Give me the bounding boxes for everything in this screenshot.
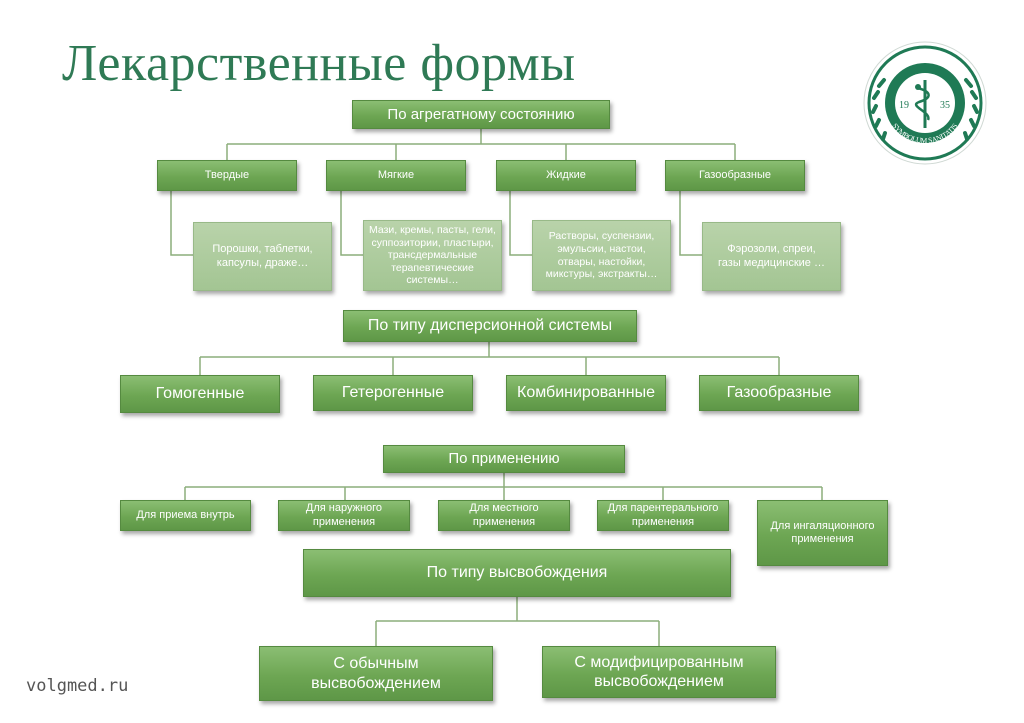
application-item-local: Для местного применения — [438, 500, 570, 531]
volggmu-logo: 19 35 ВолгГМУ SYMBOLUM SANITATIS — [863, 41, 987, 165]
application-item-inhalation: Для ингаляционного применения — [757, 500, 888, 566]
release-root-node: По типу высвобождения — [303, 549, 731, 597]
application-item-external: Для наружного применения — [278, 500, 410, 531]
aggregate-category-liquid: Жидкие — [496, 160, 636, 191]
aggregate-category-gaseous: Газообразные — [665, 160, 805, 191]
aggregate-detail-liquid: Растворы, суспензии, эмульсии, настои, о… — [532, 220, 671, 291]
aggregate-root-node: По агрегатному состоянию — [352, 100, 610, 129]
aggregate-category-soft: Мягкие — [326, 160, 466, 191]
aggregate-detail-gaseous: Фэрозоли, спреи, газы медицинские … — [702, 222, 841, 291]
application-root-node: По применению — [383, 445, 625, 473]
footer-site-text: volgmed.ru — [26, 676, 129, 696]
application-item-parenteral: Для парентерального применения — [597, 500, 729, 531]
aggregate-detail-soft: Мази, кремы, пасты, гели, суппозитории, … — [363, 220, 502, 291]
release-item-regular: С обычным высвобождением — [259, 646, 493, 701]
logo-right-digits: 35 — [940, 100, 950, 111]
dispersion-item-combined: Комбинированные — [506, 375, 666, 411]
dispersion-item-heterogeneous: Гетерогенные — [313, 375, 473, 411]
aggregate-category-solid: Твердые — [157, 160, 297, 191]
page-title: Лекарственные формы — [62, 35, 576, 92]
dispersion-item-homogeneous: Гомогенные — [120, 375, 280, 413]
dispersion-root-node: По типу дисперсионной системы — [343, 310, 637, 342]
aggregate-detail-solid: Порошки, таблетки, капсулы, драже… — [193, 222, 332, 291]
application-item-oral: Для приема внутрь — [120, 500, 251, 531]
release-item-modified: С модифицированным высвобождением — [542, 646, 776, 698]
logo-left-digits: 19 — [899, 100, 909, 111]
dispersion-item-gaseous: Газообразные — [699, 375, 859, 411]
